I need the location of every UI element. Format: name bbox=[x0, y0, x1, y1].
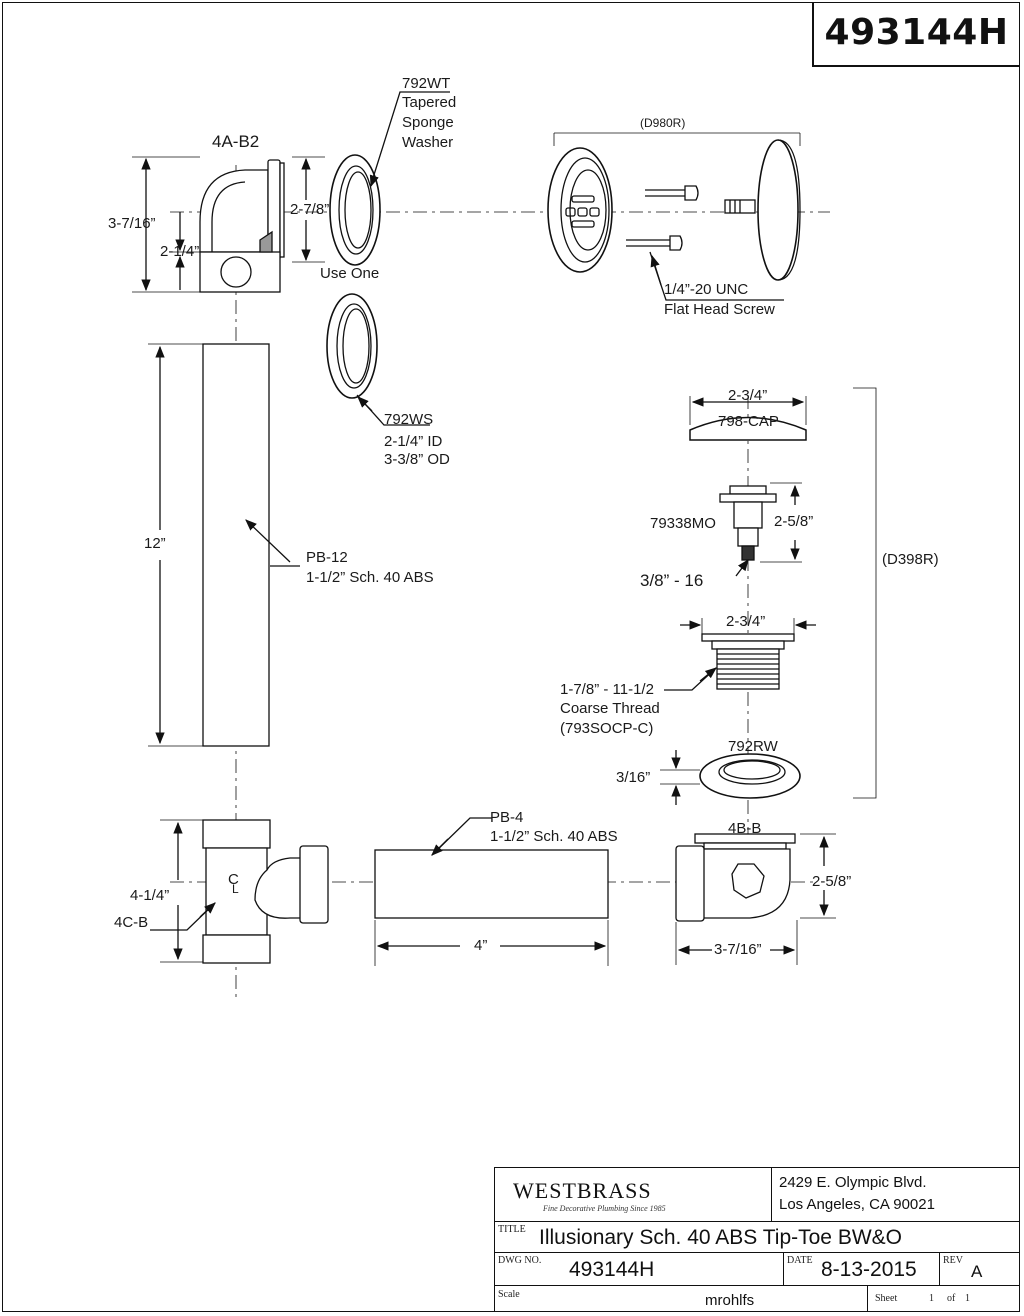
label-792ws-od: 3-3/8” OD bbox=[384, 451, 450, 468]
label-792wt-line2: Sponge bbox=[402, 114, 454, 131]
dim-4-1-4: 4-1/4” bbox=[130, 887, 170, 904]
dim-3-7-16-bottom: 3-7/16” bbox=[714, 941, 762, 958]
rubber-washer-792rw bbox=[699, 753, 801, 799]
overflow-elbow-4a-b2 bbox=[199, 159, 285, 293]
dwg-row: DWG NO. 493144H DATE 8-13-2015 REV A bbox=[495, 1253, 1019, 1286]
label-pb-12-desc: 1-1/2” Sch. 40 ABS bbox=[306, 569, 434, 586]
part-number: 493144H bbox=[824, 12, 1009, 53]
drain-shoe-4b-b bbox=[675, 833, 796, 922]
label-792ws-id: 2-1/4” ID bbox=[384, 433, 443, 450]
dim-2-5-8-bottom: 2-5/8” bbox=[812, 873, 852, 890]
dim-4: 4” bbox=[474, 937, 488, 954]
overflow-cover-plate bbox=[724, 139, 801, 281]
pipe-pb-12 bbox=[202, 343, 270, 747]
part-number-box: 493144H bbox=[812, 3, 1019, 67]
pipe-pb-4 bbox=[374, 849, 609, 919]
revision: A bbox=[971, 1262, 983, 1281]
centerline-symbol: C bbox=[228, 871, 239, 888]
label-792rw: 792RW bbox=[728, 738, 778, 755]
tapered-sponge-washer-792wt bbox=[329, 154, 381, 266]
title-label: TITLE bbox=[498, 1224, 526, 1235]
dim-2-7-8: 2-7/8” bbox=[290, 201, 330, 218]
flat-head-screw-lower bbox=[626, 235, 683, 251]
dim-mo-height: 2-5/8” bbox=[774, 513, 814, 530]
sheet-number: 1 bbox=[929, 1293, 934, 1304]
label-798-cap: 798-CAP bbox=[718, 413, 779, 430]
label-thread-line2: Coarse Thread bbox=[560, 700, 660, 717]
label-792wt-code: 792WT bbox=[402, 75, 451, 92]
brand-name: WESTBRASS bbox=[513, 1178, 652, 1203]
label-pb-4-code: PB-4 bbox=[490, 809, 524, 826]
rev-label: REV bbox=[943, 1255, 963, 1266]
label-thread-line1: 1-7/8” - 11-1/2 bbox=[560, 681, 654, 698]
label-screw-line1: 1/4”-20 UNC bbox=[664, 281, 749, 298]
dwg-no-label: DWG NO. bbox=[498, 1255, 542, 1266]
scale-row: Scale mrohlfs Sheet 1 of 1 bbox=[495, 1286, 1019, 1311]
label-79338mo: 79338MO bbox=[650, 515, 716, 532]
label-pb-12-code: PB-12 bbox=[306, 549, 348, 566]
stopper-mechanism-79338mo bbox=[719, 485, 777, 561]
title-row: TITLE Illusionary Sch. 40 ABS Tip-Toe BW… bbox=[495, 1222, 1019, 1253]
sheet-label: Sheet bbox=[875, 1293, 898, 1304]
label-d980r: (D980R) bbox=[640, 116, 686, 130]
dim-3-16: 3/16” bbox=[616, 769, 651, 786]
overflow-faceplate-d980r bbox=[547, 147, 613, 273]
title-block: WESTBRASS Fine Decorative Plumbing Since… bbox=[494, 1167, 1020, 1312]
label-4b-b: 4B-B bbox=[728, 820, 762, 837]
address-line-2: Los Angeles, CA 90021 bbox=[779, 1196, 935, 1213]
label-use-one: Use One bbox=[320, 265, 380, 282]
address-line-1: 2429 E. Olympic Blvd. bbox=[779, 1174, 927, 1191]
centerline-symbol-sub: L bbox=[232, 882, 239, 896]
title-block-header: WESTBRASS Fine Decorative Plumbing Since… bbox=[495, 1168, 1019, 1222]
flat-head-screw-upper bbox=[645, 185, 699, 201]
date-label: DATE bbox=[787, 1255, 813, 1266]
strainer-body-793socp-c bbox=[701, 633, 795, 690]
cap-798 bbox=[689, 396, 807, 441]
dim-cap-width: 2-3/4” bbox=[728, 387, 768, 404]
sheet-total: 1 bbox=[965, 1293, 970, 1304]
waste-tee-4c-b bbox=[202, 819, 329, 964]
dim-strainer-width: 2-3/4” bbox=[726, 613, 766, 630]
label-792wt-line3: Washer bbox=[402, 134, 454, 151]
scale-label: Scale bbox=[498, 1289, 520, 1300]
dim-2-1-4-left: 2-1/4” bbox=[160, 243, 200, 260]
drawn-by: mrohlfs bbox=[705, 1292, 755, 1309]
drawing-title: Illusionary Sch. 40 ABS Tip-Toe BW&O bbox=[539, 1226, 902, 1249]
label-thread-line3: (793SOCP-C) bbox=[560, 720, 654, 737]
sheet-of-label: of bbox=[947, 1293, 956, 1304]
washer-792ws bbox=[326, 293, 378, 399]
dim-3-7-16-top: 3-7/16” bbox=[108, 215, 156, 232]
label-screw-line2: Flat Head Screw bbox=[664, 301, 775, 318]
dwg-no: 493144H bbox=[569, 1258, 655, 1281]
label-thread-3-8-16: 3/8” - 16 bbox=[640, 571, 704, 590]
drawing-date: 8-13-2015 bbox=[821, 1258, 917, 1281]
label-792ws-code: 792WS bbox=[384, 411, 434, 428]
label-792wt-line1: Tapered bbox=[402, 94, 457, 111]
label-4c-b: 4C-B bbox=[114, 914, 149, 931]
label-d398r: (D398R) bbox=[882, 551, 939, 568]
brand-tagline: Fine Decorative Plumbing Since 1985 bbox=[543, 1204, 666, 1213]
dim-12: 12” bbox=[144, 535, 166, 552]
label-4a-b2: 4A-B2 bbox=[212, 132, 260, 151]
label-pb-4-desc: 1-1/2” Sch. 40 ABS bbox=[490, 828, 618, 845]
